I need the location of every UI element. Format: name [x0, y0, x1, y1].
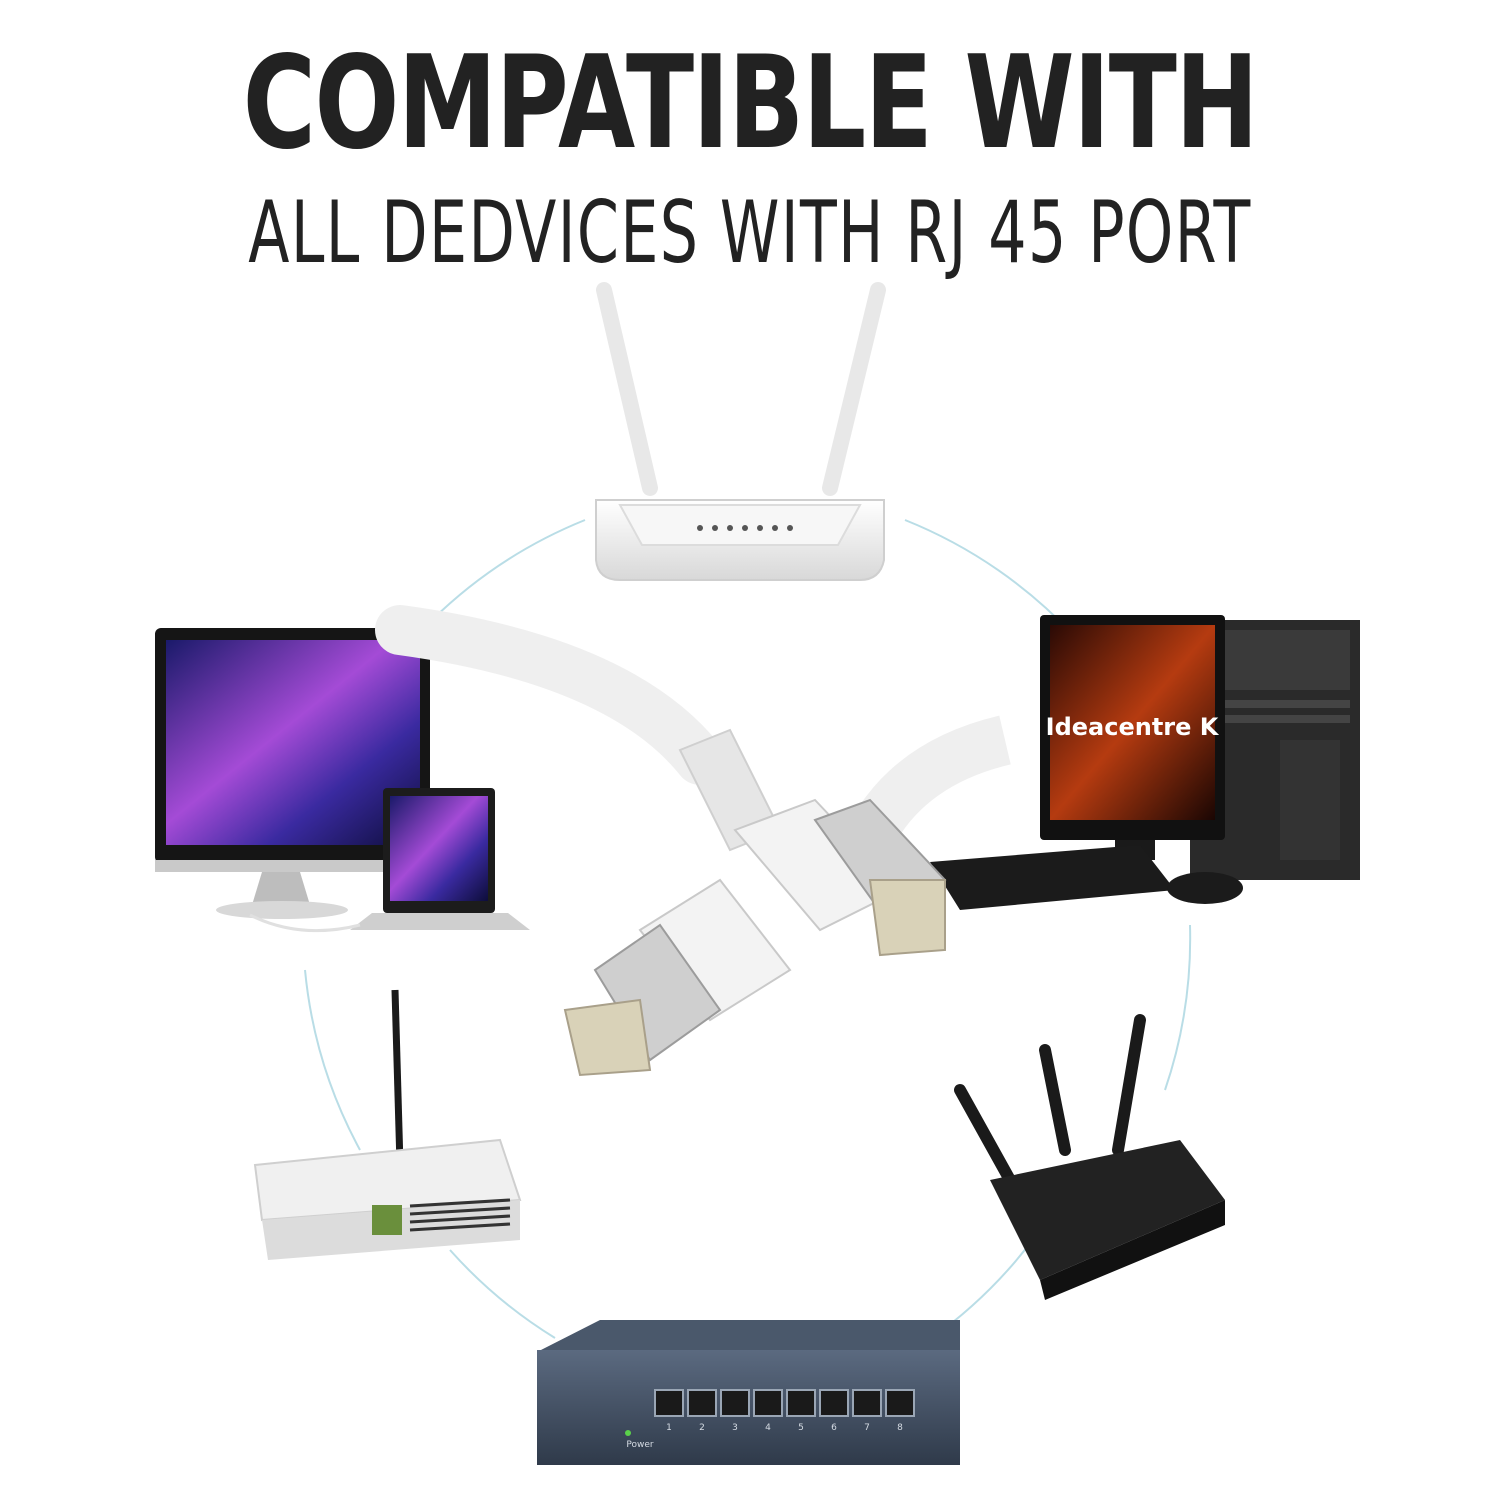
desktop-screen-text: Ideacentre K	[1046, 713, 1220, 741]
switch-port-label-6: 6	[831, 1423, 837, 1433]
headline-subtitle: ALL DEDVICES WITH RJ 45 PORT	[248, 183, 1252, 283]
ethernet-cable-icon	[375, 605, 1012, 1077]
switch-port-label-5: 5	[798, 1423, 804, 1433]
switch-power-label: Power	[626, 1440, 654, 1450]
single-antenna-router-icon	[253, 989, 522, 1260]
switch-port-label-7: 7	[864, 1423, 870, 1433]
switch-port-label-8: 8	[897, 1423, 903, 1433]
desktop-pc-icon: Ideacentre K	[930, 615, 1360, 910]
switch-port-label-4: 4	[765, 1423, 771, 1433]
headline-title: COMPATIBLE WITH	[242, 29, 1259, 178]
network-switch-icon: 1 2 3 4 5 6 7 8 Power	[537, 1320, 960, 1465]
switch-port-label-3: 3	[732, 1423, 738, 1433]
switch-port-label-1: 1	[666, 1423, 672, 1433]
switch-port-label-2: 2	[699, 1423, 705, 1433]
three-antenna-router-icon	[954, 1014, 1225, 1300]
wifi-router-top-icon	[595, 282, 886, 581]
monitor-and-laptop-icon	[155, 628, 530, 933]
